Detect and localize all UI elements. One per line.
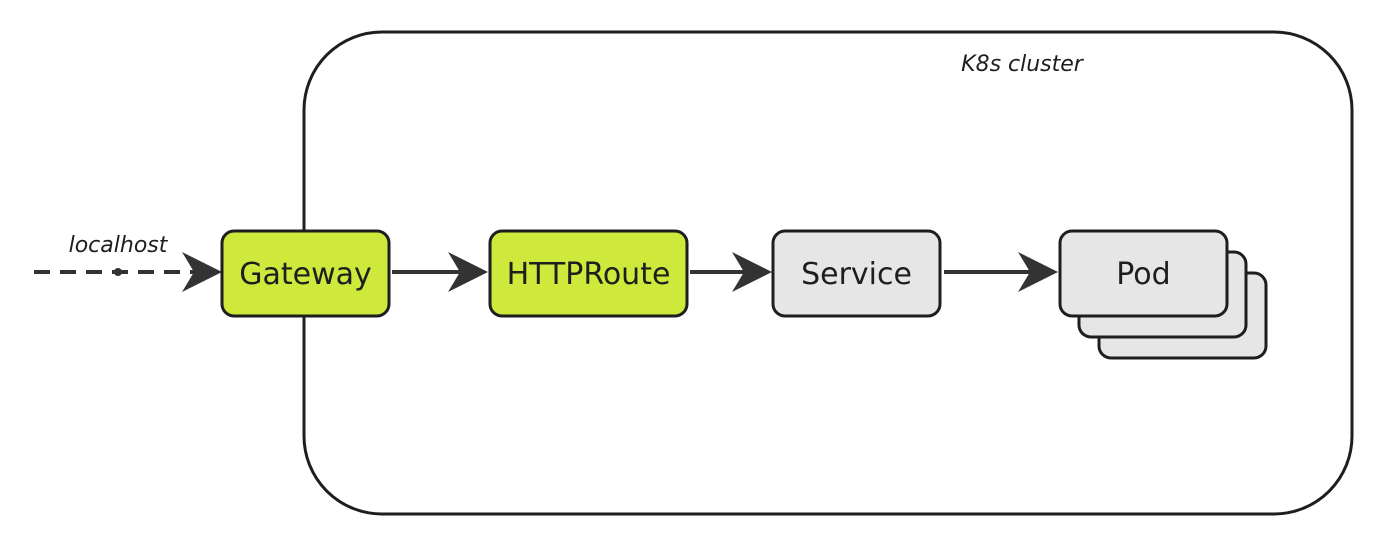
gateway-box <box>220 229 391 318</box>
pod-box-front <box>1058 229 1229 318</box>
localhost-label: localhost <box>69 233 169 258</box>
gateway-label: Gateway <box>239 257 372 292</box>
pod-label: Pod <box>1116 257 1170 292</box>
httproute-node: HTTPRoute <box>488 229 689 318</box>
service-node: Service <box>771 229 942 318</box>
httproute-box <box>488 229 689 318</box>
httproute-label: HTTPRoute <box>507 257 671 292</box>
service-label: Service <box>801 257 912 292</box>
cluster-label: K8s cluster <box>961 52 1085 77</box>
service-box <box>771 229 942 318</box>
pod-stack: Pod <box>1058 229 1268 360</box>
gateway-node: Gateway <box>220 229 391 318</box>
localhost-origin-dot <box>114 268 122 276</box>
